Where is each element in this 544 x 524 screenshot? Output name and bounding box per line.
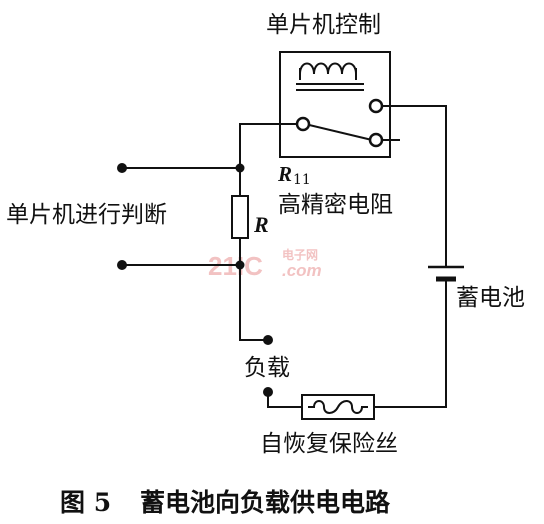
label-high-precision-resistor: 高精密电阻: [278, 192, 393, 218]
label-mcu-judge: 单片机进行判断: [6, 202, 167, 228]
label-load: 负载: [244, 355, 290, 381]
watermark-site-cn: 电子网: [282, 247, 318, 262]
terminal-load-top: [263, 335, 273, 345]
label-r11-main: R: [277, 162, 292, 186]
junction-bottom: [235, 260, 245, 270]
relay: [279, 51, 400, 158]
label-fuse: 自恢复保险丝: [260, 431, 398, 457]
label-r11-sub: 11: [293, 172, 311, 188]
relay-switch-arm: [304, 123, 373, 141]
relay-nc-contact: [368, 98, 384, 114]
fuse-element: [308, 400, 368, 414]
label-r11: R 11: [277, 162, 311, 188]
wire-relay-to-node: [239, 123, 297, 168]
relay-box: [279, 51, 391, 158]
caption-figure-number: 图 5: [60, 488, 111, 517]
label-battery: 蓄电池: [456, 285, 525, 311]
fuse-symbol: [301, 394, 375, 420]
terminal-judge-bottom: [117, 260, 127, 270]
figure-caption: 图 5 蓄电池向负载供电电路: [60, 488, 391, 517]
battery-symbol: [428, 265, 464, 282]
junction-node: [235, 163, 245, 173]
watermark: 21IC 电子网 .com: [208, 247, 322, 281]
resistor: [231, 195, 249, 239]
relay-coil: [299, 62, 357, 80]
caption-text: 蓄电池向负载供电电路: [140, 488, 391, 517]
wire-resistor-to-load: [239, 238, 268, 341]
wire-relay-to-battery: [382, 105, 447, 266]
terminal-load-bottom: [263, 387, 273, 397]
relay-no-contact: [368, 132, 384, 148]
label-resistor-r: R: [253, 212, 269, 237]
wire-battery-to-fuse: [374, 280, 447, 408]
label-mcu-control: 单片机控制: [266, 12, 381, 38]
terminal-judge-top: [117, 163, 127, 173]
wire-load-to-fuse: [267, 392, 302, 408]
watermark-site-en: .com: [282, 261, 322, 280]
relay-common-contact: [295, 116, 311, 132]
